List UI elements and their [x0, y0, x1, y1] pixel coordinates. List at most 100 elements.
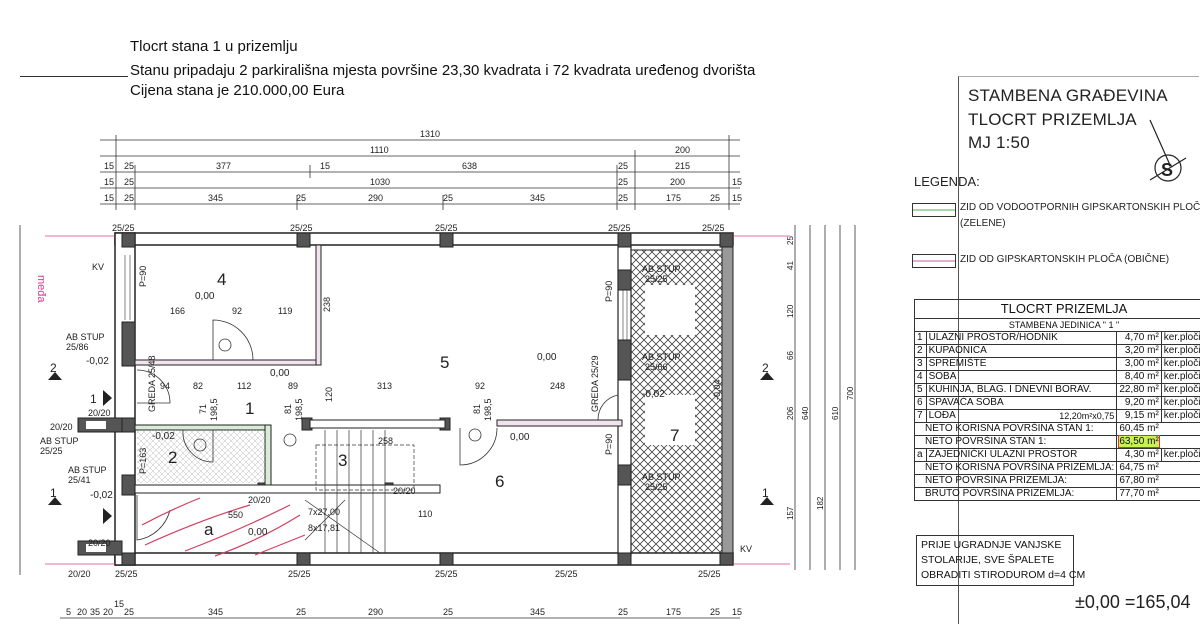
dim-right: 66 — [786, 351, 795, 360]
column-label: AB STUP — [642, 352, 681, 362]
column-label: 25/66 — [645, 362, 668, 372]
opening-label: P=163 — [138, 448, 148, 474]
level-mark: -0,02 — [86, 356, 109, 367]
dim-inner: 119 — [278, 306, 292, 316]
column-label: 25/25 — [608, 223, 631, 233]
dim-bottom: 15 — [732, 607, 742, 617]
total-label: NETO POVRŠINA STAN 1: — [915, 436, 1117, 449]
title-building: STAMBENA GRAĐEVINA — [968, 86, 1168, 106]
room-finish: ker.pločice — [1161, 384, 1200, 397]
dim-top: 377 — [216, 161, 231, 171]
kv-label: KV — [740, 544, 752, 554]
dim-top: 25 — [296, 193, 306, 203]
dim-top: 290 — [368, 193, 383, 203]
dim-top: 1110 — [370, 145, 389, 155]
column-label: 25/25 — [645, 274, 668, 284]
room-calc: 12,20m²x0,75 — [1059, 410, 1114, 422]
room-area: 4,30 m² — [1117, 449, 1161, 462]
dim-top: 15 — [104, 161, 114, 171]
level-mark: 0,00 — [510, 432, 530, 443]
dim-right: 206 — [786, 406, 795, 420]
room-no: 3 — [915, 358, 927, 371]
column-label: 25/41 — [68, 475, 91, 485]
dim-inner: 110 — [418, 509, 432, 519]
total-value: 77,70 m² — [1117, 488, 1200, 501]
dim-inner: 166 — [170, 306, 185, 316]
boundary-label: međa — [35, 275, 47, 303]
total-value: 64,75 m² — [1117, 462, 1200, 475]
column-label: 25/25 — [555, 569, 578, 579]
dim-inner: 313 — [377, 381, 392, 391]
dim-inner: 120 — [324, 387, 334, 402]
column-label: 25/25 — [435, 223, 458, 233]
legend-label: ZID OD GIPSKARTONSKIH PLOČA (OBIČNE) — [960, 254, 1169, 265]
note-line: OBRADITI STIRODUROM d=4 CM — [921, 568, 1069, 583]
legend-swatch-green-wall — [912, 203, 956, 217]
dim-bottom: 25 — [443, 607, 453, 617]
room-no: 1 — [915, 332, 927, 345]
dim-inner: 248 — [550, 381, 565, 391]
dim-top: 175 — [666, 193, 681, 203]
dim-top: 25 — [124, 177, 134, 187]
dim-bottom: 5 — [66, 607, 71, 617]
room-name-text: SPREMIŠTE — [929, 358, 987, 369]
dim-top: 25 — [618, 193, 628, 203]
stair-label: 7x27,00 — [308, 507, 340, 517]
column-label: 20/20 — [50, 422, 73, 432]
dim-inner: 94 — [160, 381, 170, 391]
dim-top: 345 — [208, 193, 223, 203]
room-6-label: 6 — [495, 472, 504, 491]
dim-top: 15 — [732, 193, 742, 203]
construction-note: PRIJE UGRADNJE VANJSKE STOLARIJE, SVE ŠP… — [916, 535, 1074, 586]
room-name-text: KUPAONICA — [929, 345, 987, 356]
room-no: 5 — [915, 384, 927, 397]
room-3-label: 3 — [338, 451, 347, 470]
dim-bottom: 20 — [103, 607, 113, 617]
dim-top: 1310 — [420, 129, 440, 139]
legend-swatch-plain-wall — [912, 254, 956, 268]
room-no: 7 — [915, 410, 927, 423]
room-name: SOBA — [926, 371, 1117, 384]
dim-bottom: 345 — [530, 607, 545, 617]
section-label: 1 — [50, 486, 57, 500]
column-label: 25/25 — [290, 223, 313, 233]
area-table-subtitle: STAMBENA JEDINICA " 1 " — [915, 319, 1200, 332]
dim-top: 15 — [732, 177, 742, 187]
column-label: 20/20 — [88, 538, 111, 548]
column-label: AB STUP — [642, 264, 681, 274]
room-2-label: 2 — [168, 448, 177, 467]
dim-bottom: 175 — [666, 607, 681, 617]
dim-inner: 71 — [198, 404, 208, 414]
level-mark: 0,00 — [270, 368, 290, 379]
common-area-hatch — [142, 498, 305, 556]
room-finish: ker.pločice — [1161, 358, 1200, 371]
column-label: 25/25 — [112, 223, 135, 233]
room-name: KUHINJA, BLAG. I DNEVNI BORAV. — [926, 384, 1117, 397]
dim-top: 215 — [675, 161, 690, 171]
dim-inner: 92 — [475, 381, 485, 391]
dim-bottom: 345 — [208, 607, 223, 617]
column-label: 25/25 — [435, 569, 458, 579]
room-a-label: a — [204, 520, 214, 539]
dim-inner: 92 — [232, 306, 242, 316]
dim-top: 25 — [618, 161, 628, 171]
room-name-text: SPAVAĆA SOBA — [929, 397, 1004, 408]
room-5-label: 5 — [440, 353, 449, 372]
dim-right: 41 — [786, 261, 795, 270]
total-label: BRUTO POVRŠINA PRIZEMLJA: — [915, 488, 1117, 501]
level-mark: -0,04 — [712, 379, 722, 400]
dim-bottom: 25 — [124, 607, 134, 617]
dim-inner: 238 — [322, 297, 332, 312]
room-1-label: 1 — [245, 399, 254, 418]
level-mark: -0,02 — [152, 431, 175, 442]
room-name: KUPAONICA — [926, 345, 1117, 358]
opening-label: P=90 — [138, 266, 148, 287]
dim-inner: 198,5 — [294, 398, 304, 421]
total-value: 67,80 m² — [1117, 475, 1200, 488]
legend-title: LEGENDA: — [914, 174, 980, 189]
dim-top: 25 — [710, 193, 720, 203]
dim-top: 200 — [670, 177, 685, 187]
